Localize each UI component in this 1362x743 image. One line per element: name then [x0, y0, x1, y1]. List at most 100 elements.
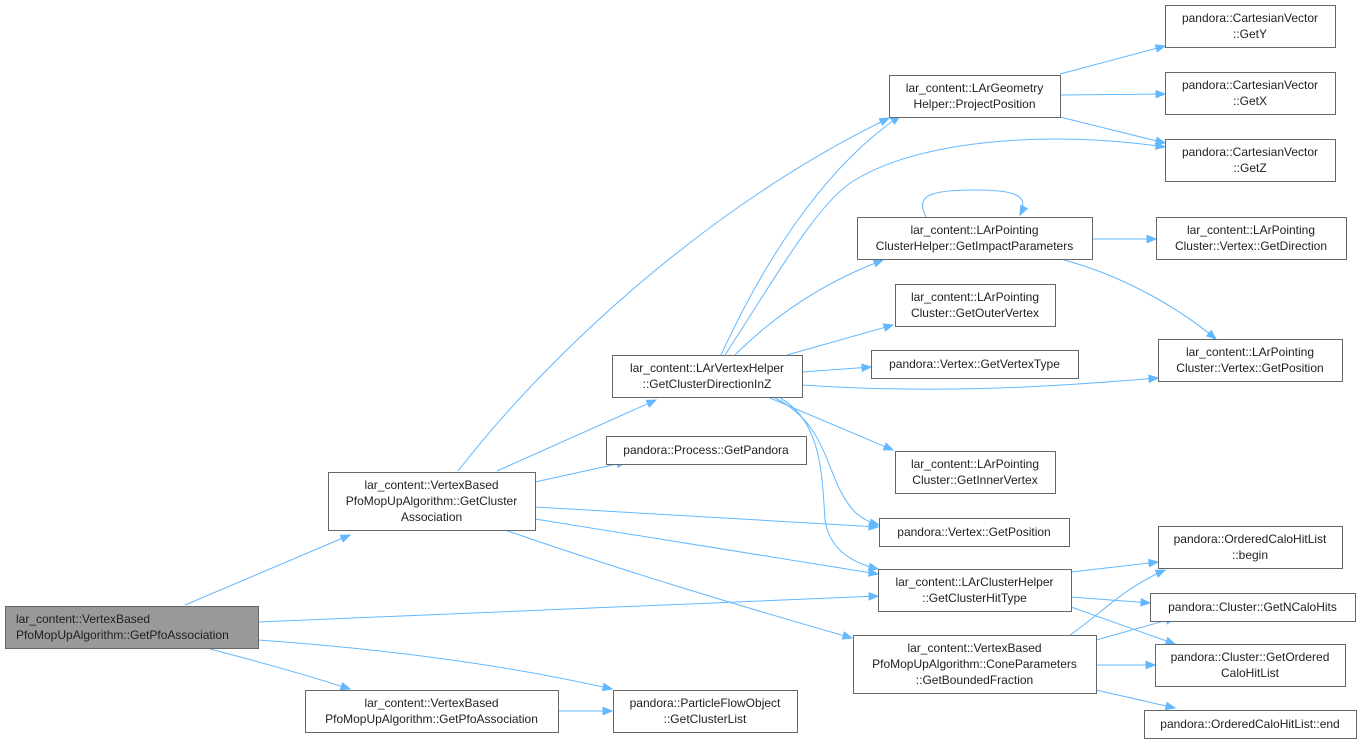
function-node-cone-gbf[interactable]: lar_content::VertexBasedPfoMopUpAlgorith… — [853, 635, 1097, 694]
node-label-line: lar_content::LArClusterHelper — [895, 575, 1053, 589]
call-edge-line — [786, 324, 894, 356]
function-node-v-pos[interactable]: pandora::Vertex::GetPosition — [879, 518, 1070, 547]
node-label-line: pandora::Cluster::GetNCaloHits — [1168, 600, 1337, 614]
arrowhead-icon — [1154, 44, 1167, 53]
call-edge-line — [1063, 259, 1217, 340]
node-label-line: pandora::CartesianVector — [1182, 78, 1318, 92]
call-edge-24 — [1092, 234, 1158, 244]
call-edge-1 — [184, 534, 352, 606]
function-node-cv-y[interactable]: pandora::CartesianVector::GetY — [1165, 5, 1336, 48]
call-edge-11 — [457, 117, 891, 472]
arrowhead-icon — [868, 592, 880, 601]
arrowhead-icon — [1154, 569, 1167, 578]
call-edge-line — [184, 534, 351, 606]
function-node-root[interactable]: lar_content::VertexBasedPfoMopUpAlgorith… — [5, 606, 259, 649]
call-edge-6 — [496, 399, 658, 472]
node-box — [1156, 217, 1347, 260]
call-edge-line — [720, 115, 901, 356]
node-box — [857, 217, 1093, 260]
function-node-cl-ngch[interactable]: pandora::Cluster::GetNCaloHits — [1150, 593, 1356, 622]
function-node-cv-z[interactable]: pandora::CartesianVector::GetZ — [1165, 139, 1336, 182]
call-edge-3 — [257, 639, 614, 692]
arrowhead-icon — [601, 682, 614, 692]
arrowhead-icon — [882, 442, 895, 451]
call-edge-21 — [1059, 44, 1167, 75]
arrowhead-icon — [1148, 558, 1160, 568]
arrowhead-icon — [1148, 374, 1160, 384]
call-edge-20 — [779, 397, 880, 572]
call-edge-10 — [504, 529, 854, 640]
node-label-line: lar_content::LArPointing — [1186, 345, 1314, 359]
function-node-och-begin[interactable]: pandora::OrderedCaloHitList::begin — [1158, 526, 1343, 569]
function-node-v-type[interactable]: pandora::Vertex::GetVertexType — [871, 350, 1079, 379]
arrowhead-icon — [868, 518, 881, 527]
function-node-cv-x[interactable]: pandora::CartesianVector::GetX — [1165, 72, 1336, 115]
call-edge-23 — [1059, 116, 1167, 145]
node-box — [878, 569, 1072, 612]
arrowhead-icon — [602, 706, 614, 716]
node-label-line: Helper::ProjectPosition — [913, 97, 1035, 111]
call-edge-26 — [922, 189, 1029, 218]
function-node-gpa2[interactable]: lar_content::VertexBasedPfoMopUpAlgorith… — [305, 690, 559, 733]
call-edge-line — [496, 399, 657, 472]
node-label-line: lar_content::LArPointing — [911, 457, 1039, 471]
call-edge-line — [257, 595, 879, 623]
node-label-line: Cluster::Vertex::GetPosition — [1176, 361, 1323, 375]
function-node-gca[interactable]: lar_content::VertexBasedPfoMopUpAlgorith… — [328, 472, 536, 531]
arrowhead-icon — [878, 117, 891, 127]
function-node-pc-outer[interactable]: lar_content::LArPointingCluster::GetOute… — [895, 284, 1056, 327]
function-node-proc[interactable]: pandora::Process::GetPandora — [606, 436, 807, 465]
node-label-line: lar_content::LArPointing — [910, 223, 1038, 237]
node-label-line: lar_content::LArGeometry — [906, 81, 1043, 95]
node-label-line: PfoMopUpAlgorithm::GetCluster — [346, 494, 517, 508]
node-label-line: pandora::Cluster::GetOrdered — [1171, 650, 1330, 664]
call-edge-22 — [1059, 89, 1167, 99]
node-label-line: CaloHitList — [1221, 666, 1280, 680]
node-label-line: lar_content::LArPointing — [911, 290, 1039, 304]
function-node-ch-ght[interactable]: lar_content::LArClusterHelper::GetCluste… — [878, 569, 1072, 612]
node-label-line: pandora::Process::GetPandora — [623, 443, 789, 457]
arrowhead-icon — [339, 534, 352, 543]
node-box — [1165, 72, 1336, 115]
arrowhead-icon — [1164, 701, 1177, 711]
call-edge-line — [534, 506, 879, 528]
arrowhead-icon — [1155, 89, 1167, 99]
node-box — [879, 518, 1070, 547]
node-label-line: pandora::Vertex::GetPosition — [897, 525, 1050, 539]
call-edge-line — [534, 518, 879, 575]
call-edge-line — [504, 529, 853, 639]
call-edge-16 — [801, 363, 873, 373]
node-label-line: Cluster::GetInnerVertex — [912, 473, 1037, 487]
function-node-pcv-pos[interactable]: lar_content::LArPointingCluster::Vertex:… — [1158, 339, 1343, 382]
function-node-vh-gcd[interactable]: lar_content::LArVertexHelper::GetCluster… — [612, 355, 803, 398]
node-label-line: lar_content::LArPointing — [1187, 223, 1315, 237]
node-label-line: pandora::Vertex::GetVertexType — [889, 357, 1060, 371]
function-node-pcv-dir[interactable]: lar_content::LArPointingCluster::Vertex:… — [1156, 217, 1347, 260]
call-edge-27 — [1070, 558, 1160, 573]
function-node-pc-inner[interactable]: lar_content::LArPointingCluster::GetInne… — [895, 451, 1056, 494]
call-edge-line — [922, 189, 1024, 218]
node-label-line: pandora::CartesianVector — [1182, 145, 1318, 159]
function-node-och-end[interactable]: pandora::OrderedCaloHitList::end — [1144, 710, 1357, 739]
function-node-geo-pp[interactable]: lar_content::LArGeometryHelper::ProjectP… — [889, 75, 1061, 118]
call-edge-2 — [257, 592, 880, 623]
node-box — [871, 350, 1079, 379]
node-box — [895, 451, 1056, 494]
node-box — [305, 690, 559, 733]
call-edge-9 — [534, 518, 880, 577]
node-label-line: PfoMopUpAlgorithm::ConeParameters — [872, 657, 1077, 671]
function-node-pch-gip[interactable]: lar_content::LArPointingClusterHelper::G… — [857, 217, 1093, 260]
node-label-line: ::GetY — [1233, 27, 1267, 41]
node-label-line: pandora::ParticleFlowObject — [630, 696, 781, 710]
call-edge-5 — [558, 706, 614, 716]
node-label-line: pandora::CartesianVector — [1182, 11, 1318, 25]
function-node-pfo-gcl[interactable]: pandora::ParticleFlowObject::GetClusterL… — [613, 690, 798, 733]
call-edge-line — [769, 397, 894, 451]
call-edge-line — [801, 377, 1159, 390]
arrowhead-icon — [1019, 204, 1029, 217]
call-edge-line — [1069, 569, 1166, 636]
node-label-line: lar_content::LArVertexHelper — [630, 361, 784, 375]
arrowhead-icon — [841, 631, 854, 640]
node-label-line: lar_content::VertexBased — [907, 641, 1041, 655]
